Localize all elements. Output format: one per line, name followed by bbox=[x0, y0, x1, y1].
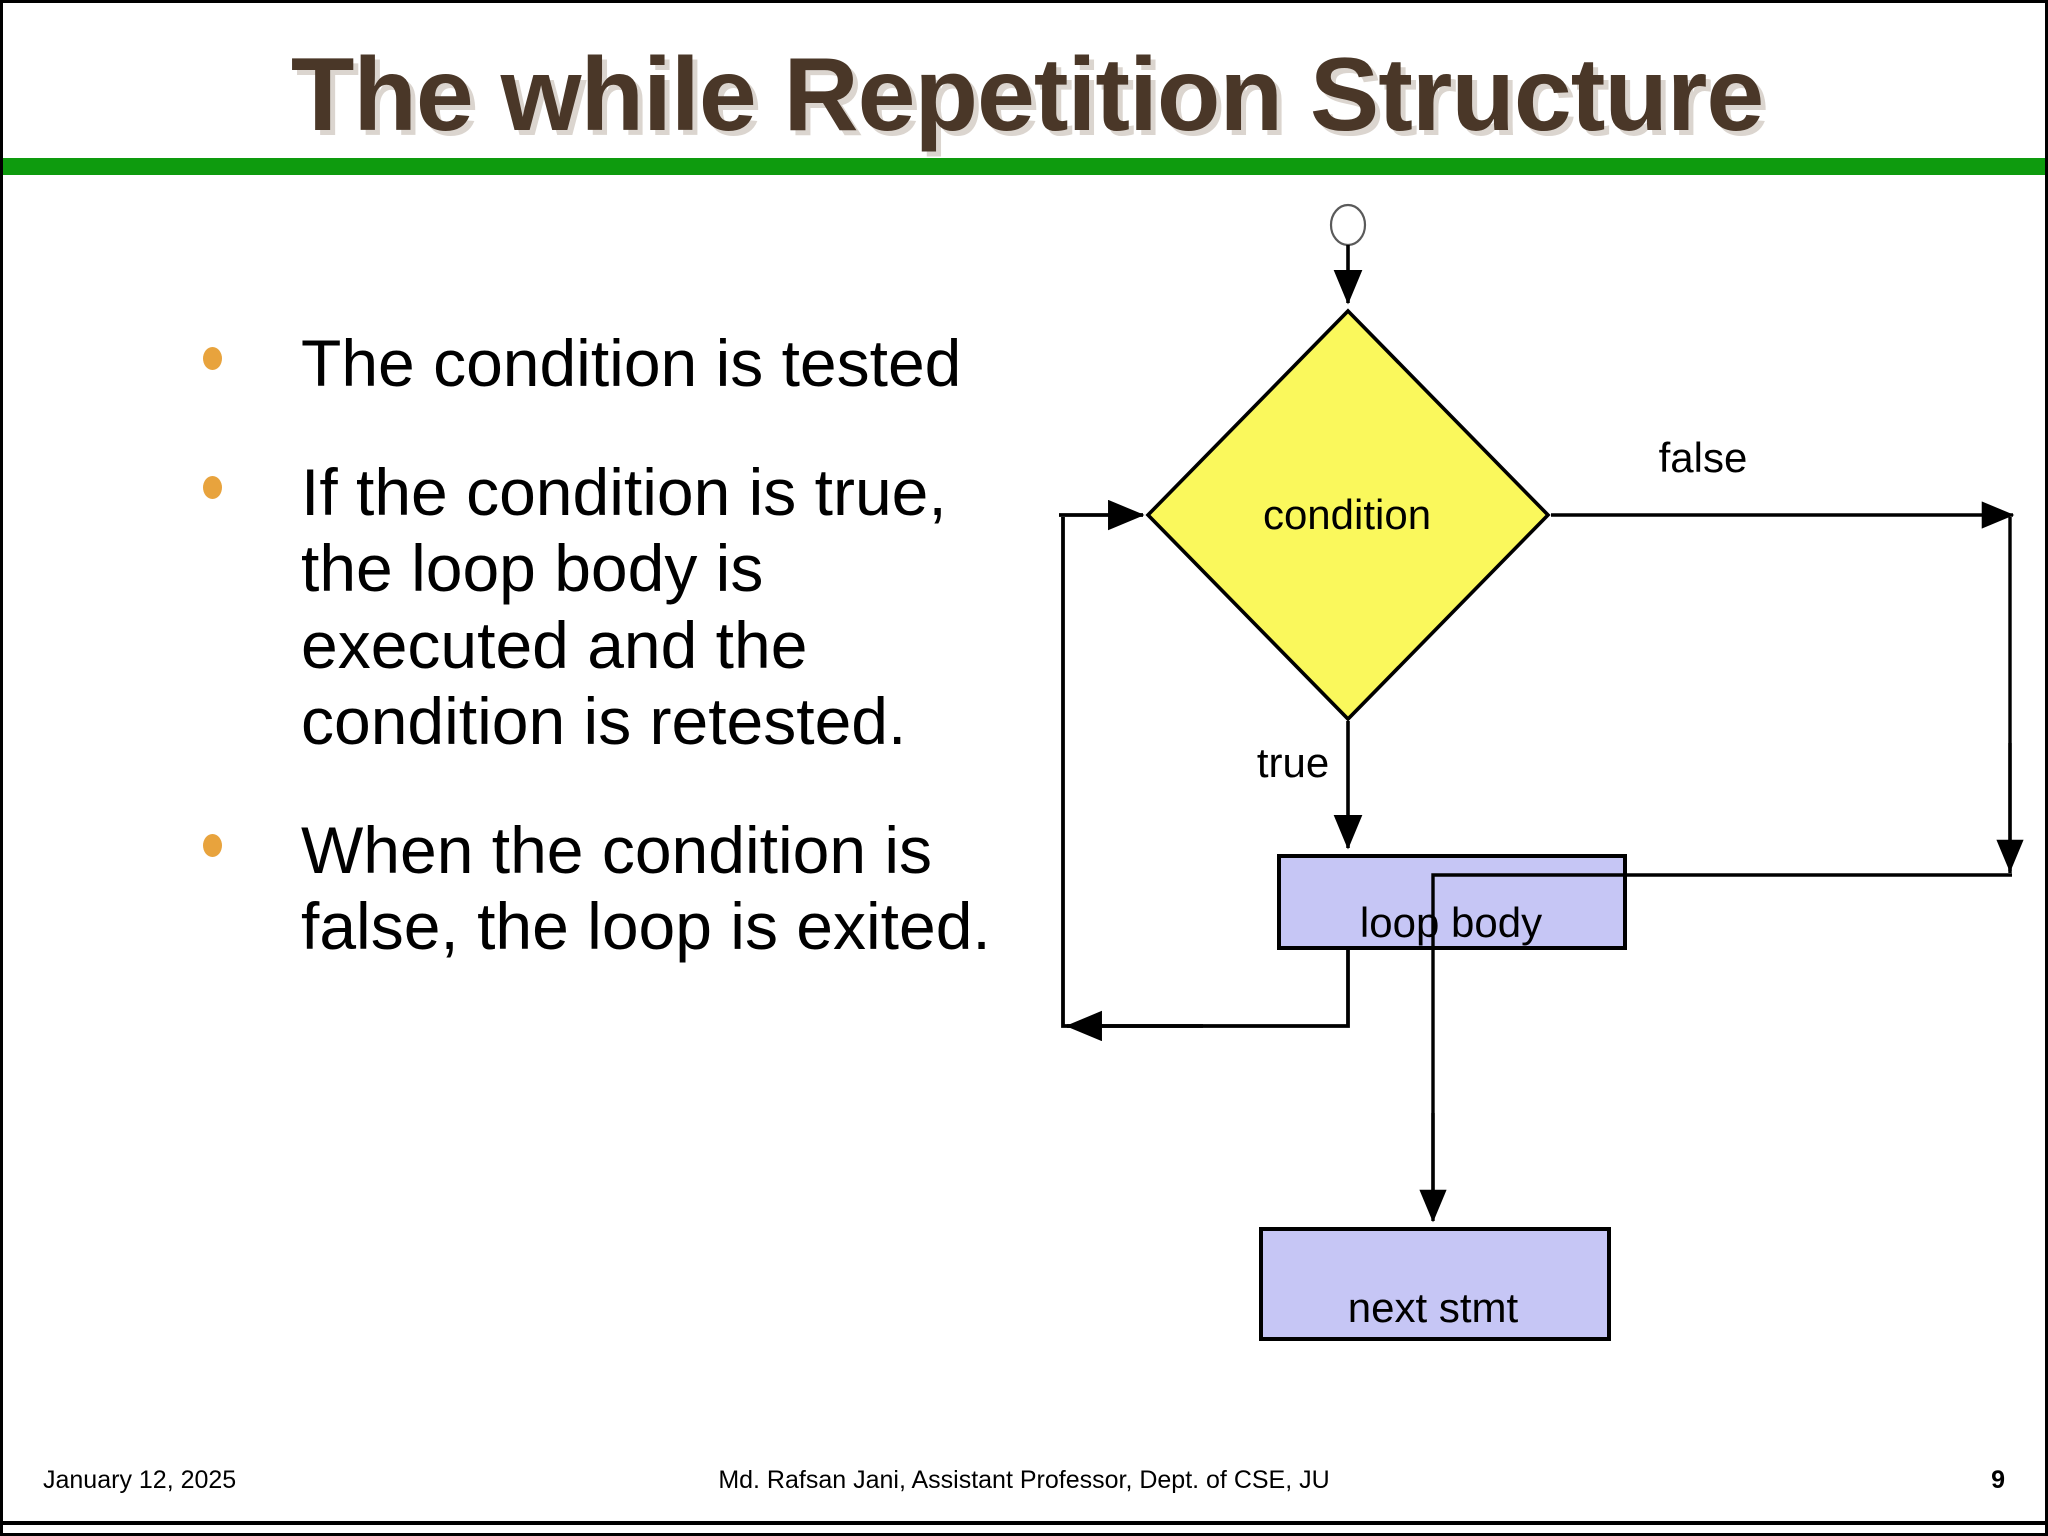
bullet-list: The condition is tested If the condition… bbox=[203, 325, 1003, 1017]
loop-body-box-label: loop body bbox=[1359, 899, 1543, 946]
loop-body-box-shape bbox=[1277, 854, 1627, 950]
condition-diamond-shape bbox=[1145, 308, 1551, 722]
list-item-label: The condition is tested bbox=[301, 326, 962, 400]
footer-attribution: Md. Rafsan Jani, Assistant Professor, De… bbox=[718, 1466, 1330, 1494]
false-branch-label: false bbox=[1658, 434, 1748, 481]
footer-divider bbox=[3, 1521, 2045, 1525]
condition-diamond-label: condition bbox=[1262, 491, 1432, 538]
bullet-dot-icon bbox=[203, 834, 223, 858]
next-stmt-box-shape bbox=[1259, 1227, 1611, 1341]
flowchart-diagram bbox=[1003, 183, 2043, 1363]
next-stmt-box-label: next stmt bbox=[1347, 1284, 1519, 1331]
list-item-label: If the condition is true, the loop body … bbox=[301, 454, 947, 759]
start-node-circle bbox=[1329, 203, 1367, 247]
list-item: If the condition is true, the loop body … bbox=[203, 454, 1003, 760]
bullet-dot-icon bbox=[203, 476, 223, 500]
page-title: The while Repetition Structure bbox=[290, 37, 1764, 153]
list-item: The condition is tested bbox=[203, 325, 1003, 402]
list-item-label: When the condition is false, the loop is… bbox=[301, 812, 991, 964]
edge-false-to-next-stmt bbox=[1431, 873, 2012, 1213]
list-item: When the condition is false, the loop is… bbox=[203, 812, 1003, 965]
footer-date: January 12, 2025 bbox=[43, 1466, 237, 1494]
title-accent-rule bbox=[3, 158, 2045, 175]
edge-loopback-path bbox=[1061, 517, 1350, 1028]
true-branch-label: true bbox=[1256, 739, 1330, 786]
bullet-dot-icon bbox=[203, 347, 223, 371]
footer-page-number: 9 bbox=[1991, 1466, 2005, 1494]
